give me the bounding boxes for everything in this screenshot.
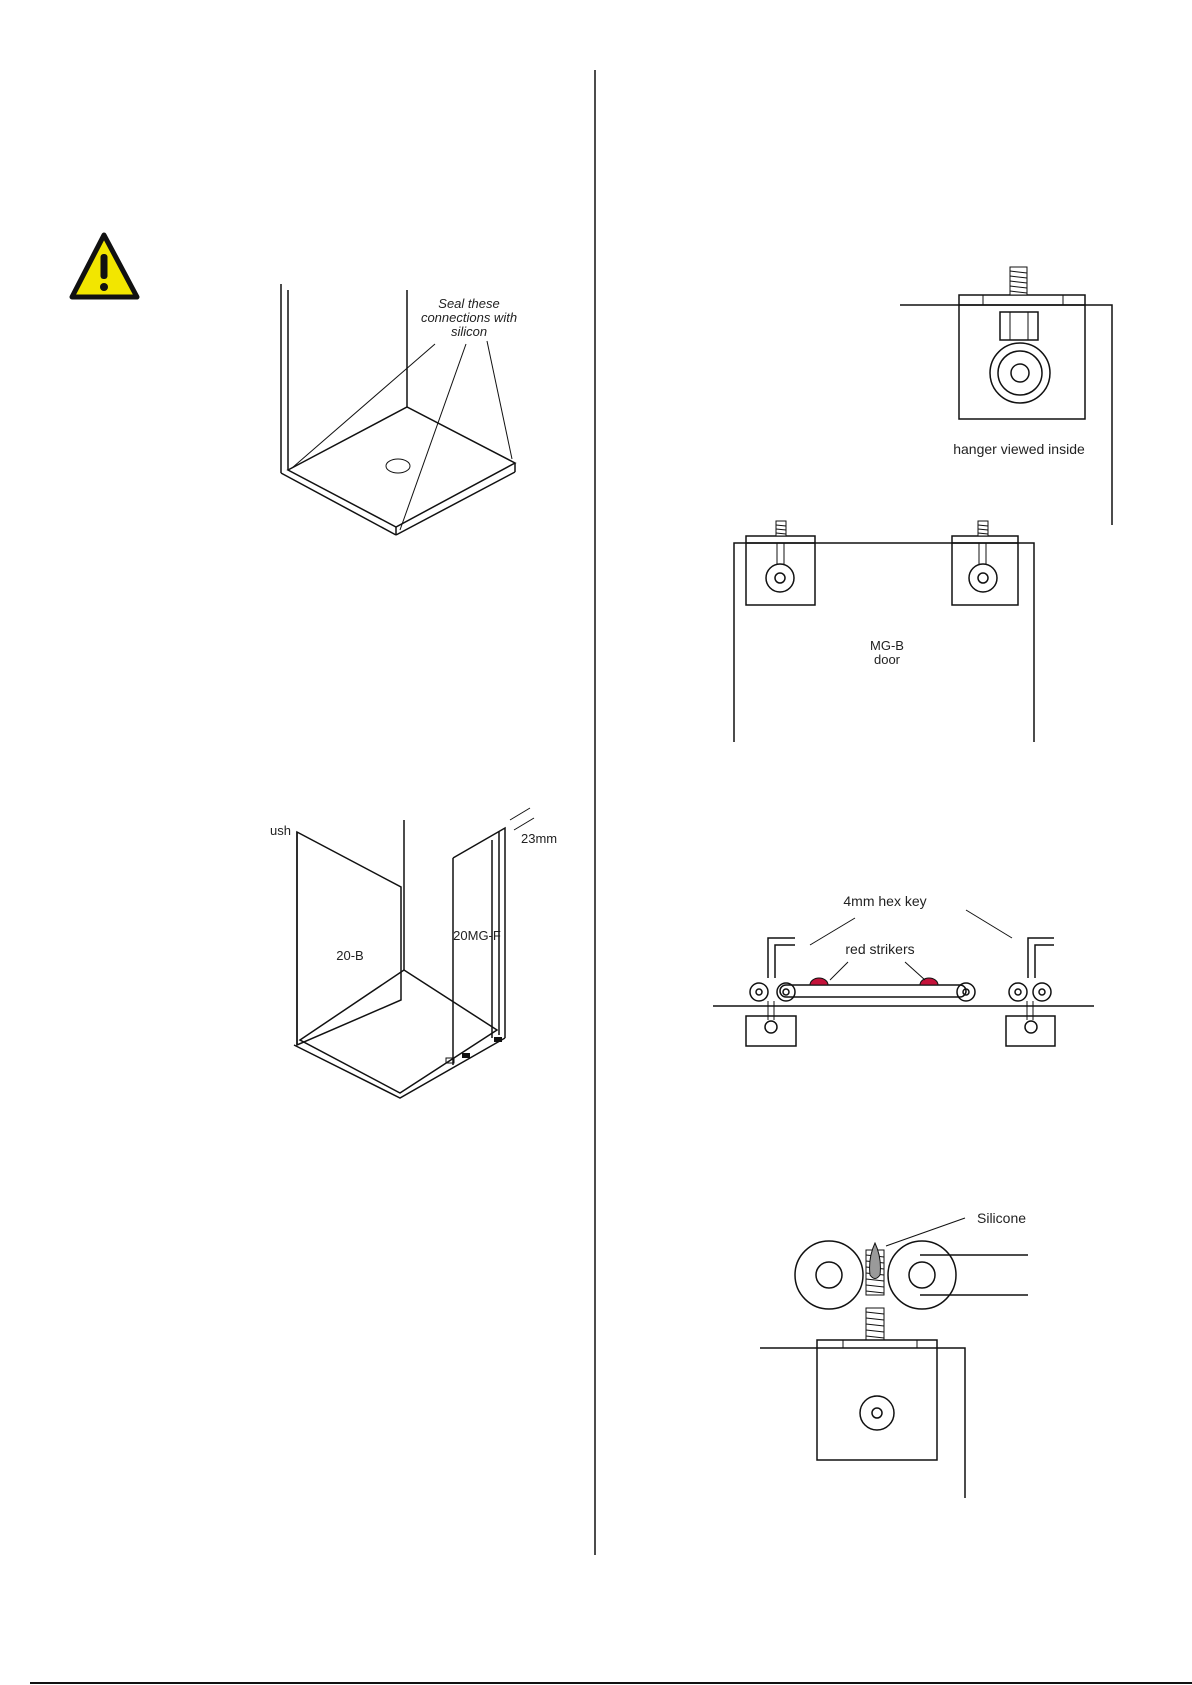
hex-key-diagram: 4mm hex key red strikers <box>713 893 1094 1046</box>
cutoff-label: ush <box>270 823 291 838</box>
silicone-label: Silicone <box>977 1210 1026 1226</box>
seal-callout-line1: Seal these <box>438 296 499 311</box>
hex-key-label: 4mm hex key <box>843 893 926 909</box>
seal-callout-line2: connections with <box>421 310 517 325</box>
hanger-label: hanger viewed inside <box>953 441 1085 457</box>
shower-tray-diagram: Seal these connections with silicon <box>281 284 517 535</box>
door-label-line1: MG-B <box>870 638 904 653</box>
dimension-label-23mm: 23mm <box>521 831 557 846</box>
door-label-line2: door <box>874 652 901 667</box>
panel-label-20mgf: 20MG-F <box>453 928 501 943</box>
warning-triangle-icon <box>72 235 137 297</box>
red-strikers-label: red strikers <box>845 941 914 957</box>
panel-label-20b: 20-B <box>336 948 363 963</box>
door-hangers-diagram: MG-B door <box>734 521 1034 742</box>
silicone-detail-diagram: Silicone <box>760 1210 1028 1498</box>
seal-callout-line3: silicon <box>451 324 487 339</box>
enclosure-diagram: ush 20-B 20MG-F 23mm <box>270 808 557 1098</box>
hanger-inside-diagram: hanger viewed inside <box>900 267 1112 525</box>
